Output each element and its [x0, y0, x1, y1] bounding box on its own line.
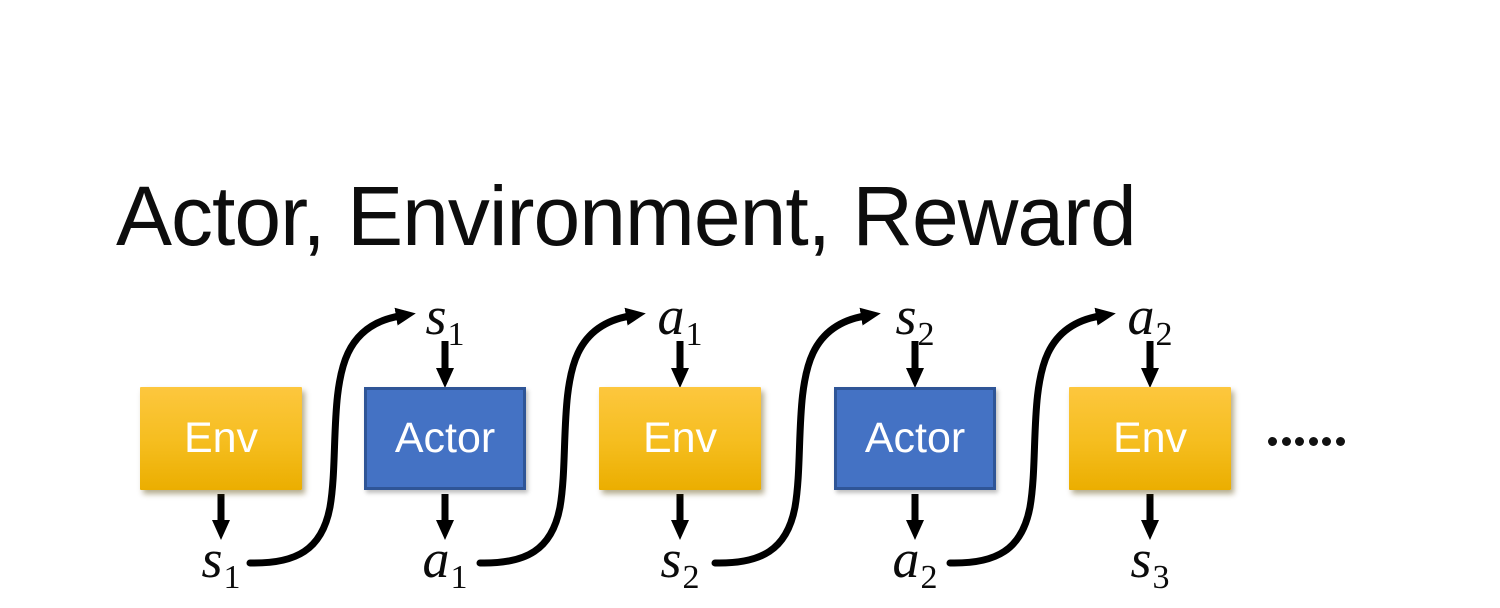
env-box-1-label: Env: [183, 414, 259, 462]
label-s3-bottom: s3: [1130, 529, 1170, 596]
ellipsis-dot: [1295, 437, 1304, 446]
ellipsis-dot: [1322, 437, 1331, 446]
actor-box-2-label: Actor: [864, 414, 966, 462]
label-s1-bottom: s1: [201, 529, 241, 596]
ellipsis-dots: ……: [1268, 437, 1349, 446]
env-box-2-label: Env: [642, 414, 718, 462]
ellipsis-dot: [1281, 437, 1291, 446]
env-box-3: Env: [1069, 387, 1231, 490]
actor-box-1-label: Actor: [394, 414, 496, 462]
actor-box-2: Actor: [834, 387, 996, 490]
ellipsis-dot: [1308, 437, 1318, 446]
label-a2-bottom: a2: [892, 529, 938, 596]
ellipsis-dot: [1335, 437, 1345, 446]
label-s2-top: s2: [895, 286, 935, 353]
label-s2-bottom: s2: [660, 529, 700, 596]
label-a1-bottom: a1: [422, 529, 468, 596]
env-box-2: Env: [599, 387, 761, 490]
label-a2-top: a2: [1127, 286, 1173, 353]
label-s1-top: s1: [425, 286, 465, 353]
actor-box-1: Actor: [364, 387, 526, 490]
label-a1-top: a1: [657, 286, 703, 353]
env-box-1: Env: [140, 387, 302, 490]
slide-title: Actor, Environment, Reward: [116, 169, 1137, 264]
ellipsis-dot: [1268, 437, 1277, 446]
env-box-3-label: Env: [1112, 414, 1188, 462]
